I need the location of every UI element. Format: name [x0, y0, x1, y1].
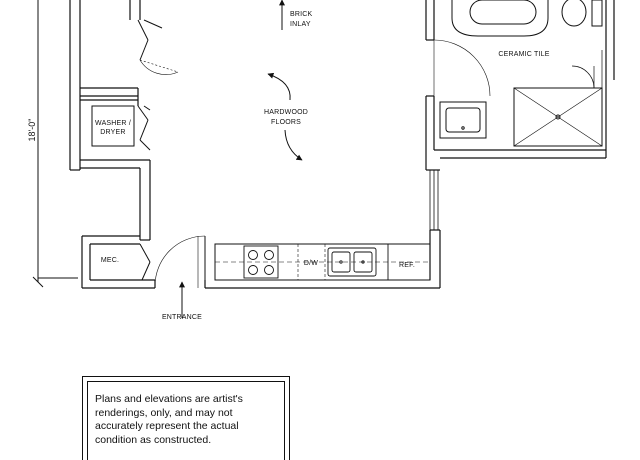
washer-label-2: DRYER	[100, 129, 125, 136]
mec-door	[139, 243, 151, 281]
kitchen-sink	[327, 247, 377, 277]
bath-vanity	[439, 101, 487, 139]
toilet	[561, 0, 603, 27]
bathroom-walls	[425, 0, 615, 230]
shower	[513, 87, 603, 147]
disclaimer-inner-border	[87, 381, 285, 460]
left-walls	[69, 0, 156, 289]
upper-closet-door	[137, 19, 179, 75]
disclaimer-line-3: accurately represent the actual	[95, 420, 239, 432]
ceramic-tile-label: CERAMIC TILE	[498, 51, 549, 58]
stove	[243, 245, 279, 279]
dw-label: D/W	[304, 260, 318, 267]
hardwood-label-1: HARDWOOD	[264, 109, 308, 116]
bath-door-swing	[433, 39, 491, 97]
dimension-label: 18'-0"	[27, 119, 37, 142]
washer-label-1: WASHER /	[95, 120, 131, 127]
ref-label: REF.	[399, 262, 415, 269]
disclaimer-text: Plans and elevations are artist's render…	[95, 393, 285, 447]
disclaimer-line-2: renderings, only, and may not	[95, 406, 233, 419]
disclaimer-line-4: condition as constructed.	[95, 433, 212, 446]
entrance-door	[154, 235, 206, 288]
brick-inlay-label-1: BRICK	[290, 11, 313, 18]
hardwood-arrow-top	[267, 72, 291, 101]
hardwood-label-2: FLOORS	[271, 119, 301, 126]
brick-inlay-label-2: INLAY	[290, 21, 311, 28]
disclaimer-box: Plans and elevations are artist's render…	[82, 376, 290, 460]
disclaimer-line-1: Plans and elevations are artist's	[95, 393, 243, 405]
shower-door-swing	[571, 65, 595, 89]
hardwood-arrow-bottom	[284, 129, 303, 161]
entrance-label: ENTRANCE	[162, 314, 202, 321]
washer-door	[137, 105, 151, 151]
washer-dryer-box	[91, 105, 135, 147]
mec-label: MEC.	[101, 257, 119, 264]
dimension-line	[32, 0, 78, 288]
bathtub	[451, 0, 549, 37]
kitchen-walls	[204, 229, 441, 289]
